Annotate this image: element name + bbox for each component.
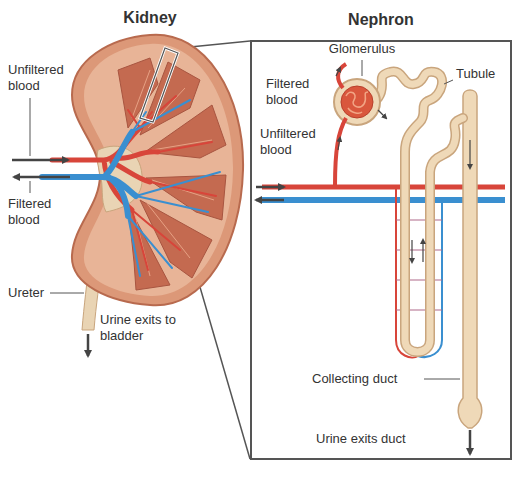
nephron-part-part [422, 240, 423, 262]
nephron-part [378, 71, 463, 352]
kidney-part-part [146, 202, 190, 258]
part-label: Filtered blood [266, 76, 326, 108]
flow-arrows-part [14, 176, 70, 179]
nephron-part-part [424, 379, 460, 380]
part-label: Urine exits duct [316, 431, 446, 447]
part-label: Ureter [8, 285, 68, 301]
nephron-part [346, 92, 368, 113]
leader-lines [30, 98, 84, 293]
kidney-part-part [128, 100, 220, 276]
nephron-part [338, 64, 346, 88]
nephron-part [256, 187, 470, 454]
flow-arrows-part [12, 159, 68, 162]
part-label: Tubule [456, 66, 510, 82]
part-label: Filtered blood [8, 196, 70, 228]
nephron-part [362, 60, 460, 379]
kidney-part [140, 48, 178, 122]
leader-lines-part [30, 181, 31, 193]
part-label: Unfiltered blood [8, 62, 80, 94]
nephron-part-part [469, 140, 470, 168]
kidney-part [72, 35, 243, 306]
nephron-part-part [444, 80, 453, 84]
nephron-part-part [256, 186, 284, 189]
nephron-part [336, 68, 340, 76]
panel-heading: Nephron [252, 10, 510, 30]
part-label: Unfiltered blood [260, 126, 332, 158]
leader-lines-part [50, 293, 84, 294]
nephron-part-part [411, 240, 412, 262]
nephron-part-part [362, 60, 363, 76]
nephron-part [341, 86, 373, 118]
nephron-part [378, 110, 470, 262]
kidney-part-part [128, 96, 216, 270]
nephron-part-part [469, 430, 472, 454]
nephron-part-part [256, 199, 284, 202]
nephron-part [338, 138, 340, 150]
kidney-part-part [42, 132, 136, 216]
nephron [256, 60, 505, 454]
part-label: Glomerulus [322, 41, 402, 57]
kidney [42, 35, 243, 306]
nephron-part-part [378, 110, 386, 118]
part-label: Collecting duct [312, 371, 422, 387]
nephron-part [458, 90, 481, 428]
part-label: Urine exits to bladder [100, 312, 192, 344]
leader-lines-part [30, 98, 31, 156]
kidney-part [42, 96, 220, 276]
flow-arrows-part [87, 334, 90, 356]
kidney-part [140, 48, 178, 122]
panel-heading: Kidney [100, 8, 200, 28]
nephron-part [335, 118, 346, 186]
nephron-part [378, 71, 463, 352]
flow-arrows [12, 160, 88, 356]
